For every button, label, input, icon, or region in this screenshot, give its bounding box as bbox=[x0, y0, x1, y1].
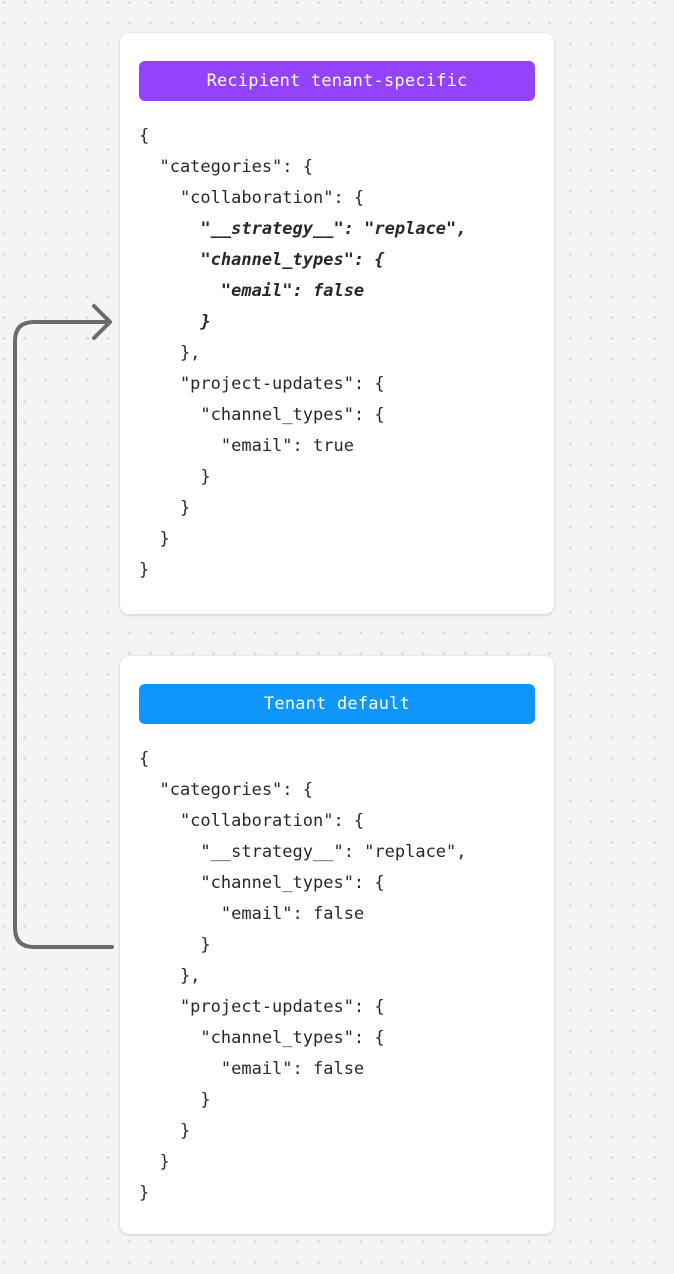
code-line: }, bbox=[139, 343, 201, 363]
code-line: "__strategy__": "replace", bbox=[139, 219, 467, 239]
code-line: "email": true bbox=[139, 436, 354, 456]
code-line: "email": false bbox=[139, 1059, 365, 1079]
code-line: "categories": { bbox=[139, 157, 313, 177]
code-line: "project-updates": { bbox=[139, 374, 385, 394]
code-line: "__strategy__": "replace", bbox=[139, 842, 467, 862]
code-line: "collaboration": { bbox=[139, 188, 365, 208]
code-line: } bbox=[139, 1183, 150, 1203]
code-line: "collaboration": { bbox=[139, 811, 365, 831]
code-line: } bbox=[139, 312, 211, 332]
card-header-label-tenant: Tenant default bbox=[263, 694, 411, 714]
arrow-path bbox=[13, 320, 114, 949]
code-line: { bbox=[139, 126, 150, 146]
code-line: } bbox=[139, 560, 150, 580]
code-line: { bbox=[139, 749, 150, 769]
code-line: "project-updates": { bbox=[139, 997, 385, 1017]
card-recipient-tenant-specific: Recipient tenant-specific { "categories"… bbox=[120, 33, 554, 614]
card-header-recipient: Recipient tenant-specific bbox=[139, 61, 535, 101]
code-line: } bbox=[139, 498, 191, 518]
json-code-tenant: { "categories": { "collaboration": { "__… bbox=[139, 744, 540, 1209]
code-line: "channel_types": { bbox=[139, 1028, 385, 1048]
code-line: "email": false bbox=[139, 904, 365, 924]
code-line: } bbox=[139, 935, 211, 955]
code-line: "email": false bbox=[139, 281, 365, 301]
arrow-head-icon bbox=[92, 304, 112, 340]
code-line: "channel_types": { bbox=[139, 873, 385, 893]
code-line: "channel_types": { bbox=[139, 250, 385, 270]
code-line: } bbox=[139, 1152, 170, 1172]
code-line: } bbox=[139, 1121, 191, 1141]
card-header-tenant: Tenant default bbox=[139, 684, 535, 724]
code-line: } bbox=[139, 467, 211, 487]
code-line: } bbox=[139, 529, 170, 549]
card-header-label-recipient: Recipient tenant-specific bbox=[206, 71, 468, 91]
code-line: } bbox=[139, 1090, 211, 1110]
json-code-recipient: { "categories": { "collaboration": { "__… bbox=[139, 121, 540, 586]
code-line: "categories": { bbox=[139, 780, 313, 800]
code-line: }, bbox=[139, 966, 201, 986]
card-tenant-default: Tenant default { "categories": { "collab… bbox=[120, 656, 554, 1234]
code-line: "channel_types": { bbox=[139, 405, 385, 425]
